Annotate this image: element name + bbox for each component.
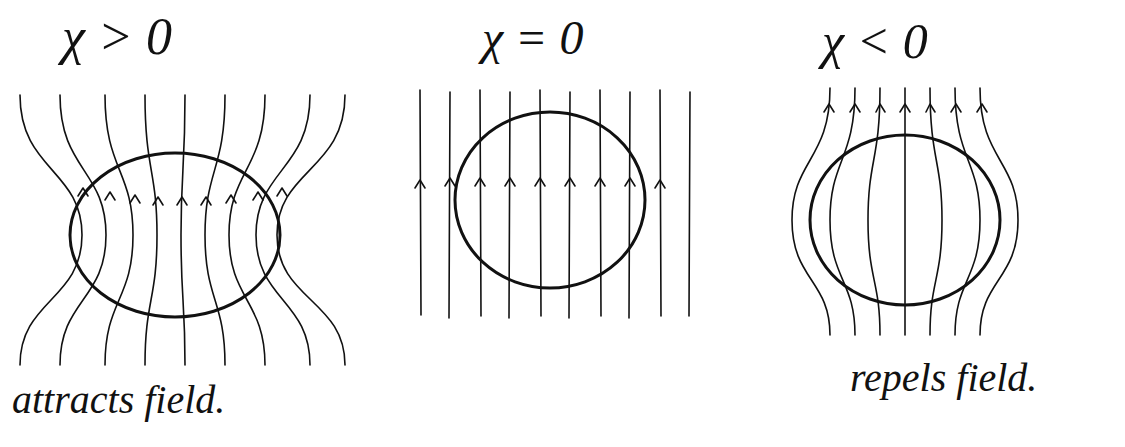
effect-note: repels field. bbox=[850, 356, 1037, 400]
material-body bbox=[455, 112, 645, 288]
arrow-mark bbox=[824, 104, 987, 112]
arrow-mark bbox=[415, 178, 665, 188]
susceptibility-label: χ < 0 bbox=[822, 14, 928, 69]
effect-note: attracts field. bbox=[12, 378, 225, 422]
susceptibility-label: χ = 0 bbox=[482, 12, 584, 65]
field-line bbox=[420, 90, 690, 318]
field-line bbox=[792, 88, 1018, 335]
arrow-mark bbox=[78, 188, 287, 205]
material-body bbox=[70, 153, 280, 317]
material-body bbox=[810, 135, 1000, 305]
susceptibility-label: χ > 0 bbox=[62, 8, 172, 65]
field-line bbox=[20, 95, 345, 365]
